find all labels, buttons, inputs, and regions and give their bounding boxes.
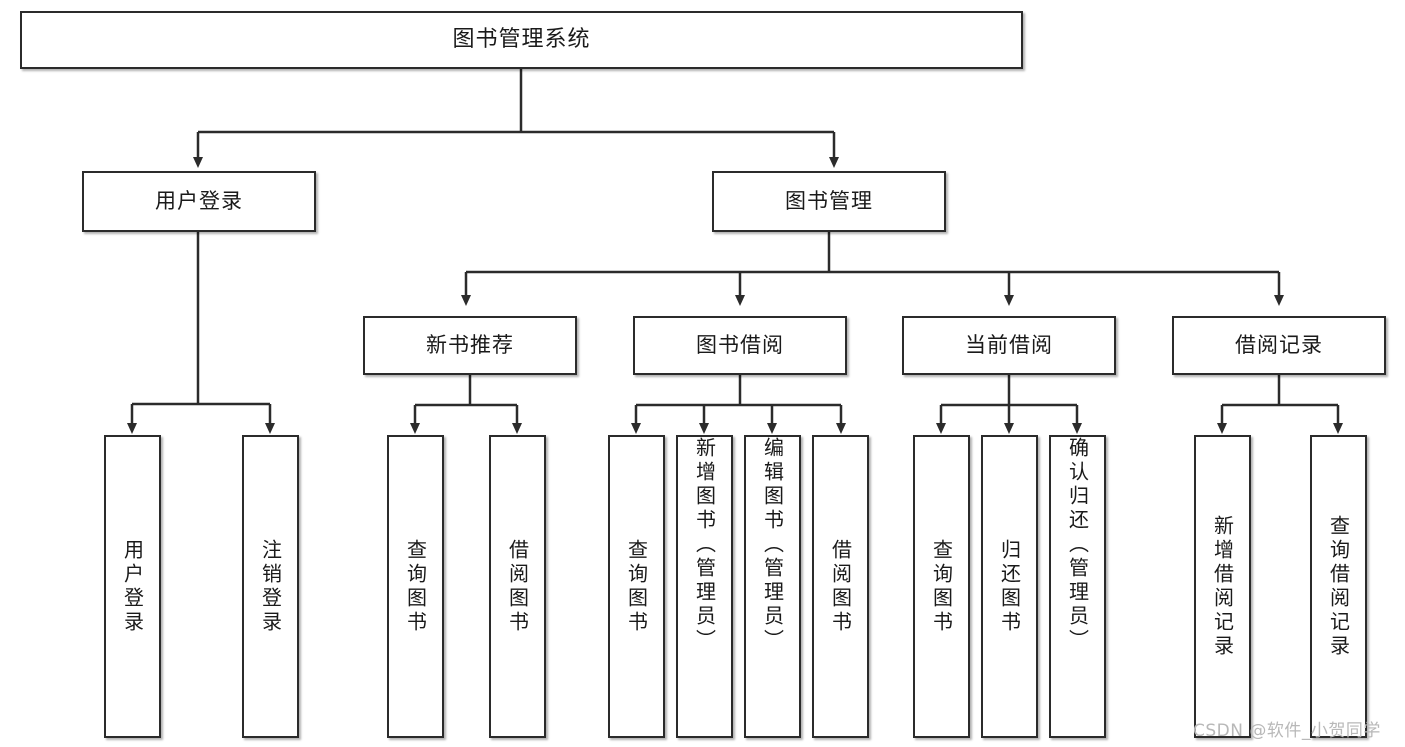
node-label: 注销登录 [258, 538, 283, 635]
node-label: 新书推荐 [426, 333, 514, 358]
node-label: 图书借阅 [696, 333, 784, 358]
leaf-borrow-record-search[interactable]: 查询借阅记录 [1310, 435, 1367, 738]
leaf-current-borrow-confirm-admin[interactable]: 确认归还（管理员） [1049, 435, 1106, 738]
leaf-book-borrow-search[interactable]: 查询图书 [608, 435, 665, 738]
csdn-watermark: CSDN @软件_小贺同学 [1193, 721, 1381, 741]
node-current-borrow[interactable]: 当前借阅 [902, 316, 1116, 375]
node-label: 查询借阅记录 [1326, 514, 1351, 659]
leaf-current-borrow-search[interactable]: 查询图书 [913, 435, 970, 738]
leaf-new-book-borrow[interactable]: 借阅图书 [489, 435, 546, 738]
node-label: 用户登录 [155, 189, 243, 214]
node-label: 借阅图书 [828, 538, 853, 635]
node-label: 当前借阅 [965, 333, 1053, 358]
node-label: 确认归还（管理员） [1065, 437, 1090, 653]
node-label: 查询图书 [624, 538, 649, 635]
leaf-new-book-search[interactable]: 查询图书 [387, 435, 444, 738]
node-book-borrow[interactable]: 图书借阅 [633, 316, 847, 375]
leaf-book-borrow-add-admin[interactable]: 新增图书（管理员） [676, 435, 733, 738]
node-label: 借阅图书 [505, 538, 530, 635]
node-label: 编辑图书（管理员） [760, 437, 785, 653]
node-borrow-record[interactable]: 借阅记录 [1172, 316, 1386, 375]
node-label: 新增图书（管理员） [692, 437, 717, 653]
node-label: 用户登录 [120, 538, 145, 635]
node-root-system[interactable]: 图书管理系统 [20, 11, 1023, 69]
node-label: 借阅记录 [1235, 333, 1323, 358]
leaf-book-borrow-edit-admin[interactable]: 编辑图书（管理员） [744, 435, 801, 738]
leaf-borrow-record-add[interactable]: 新增借阅记录 [1194, 435, 1251, 738]
node-label: 查询图书 [403, 538, 428, 635]
leaf-current-borrow-return[interactable]: 归还图书 [981, 435, 1038, 738]
node-user-login[interactable]: 用户登录 [82, 171, 316, 232]
node-new-book-recommend[interactable]: 新书推荐 [363, 316, 577, 375]
node-label: 查询图书 [929, 538, 954, 635]
node-book-management[interactable]: 图书管理 [712, 171, 946, 232]
node-label: 新增借阅记录 [1210, 514, 1235, 659]
node-label: 归还图书 [997, 538, 1022, 635]
node-label: 图书管理 [785, 189, 873, 214]
leaf-user-login-login[interactable]: 用户登录 [104, 435, 161, 738]
leaf-book-borrow-borrow[interactable]: 借阅图书 [812, 435, 869, 738]
leaf-user-login-logout[interactable]: 注销登录 [242, 435, 299, 738]
node-label: 图书管理系统 [452, 27, 591, 53]
